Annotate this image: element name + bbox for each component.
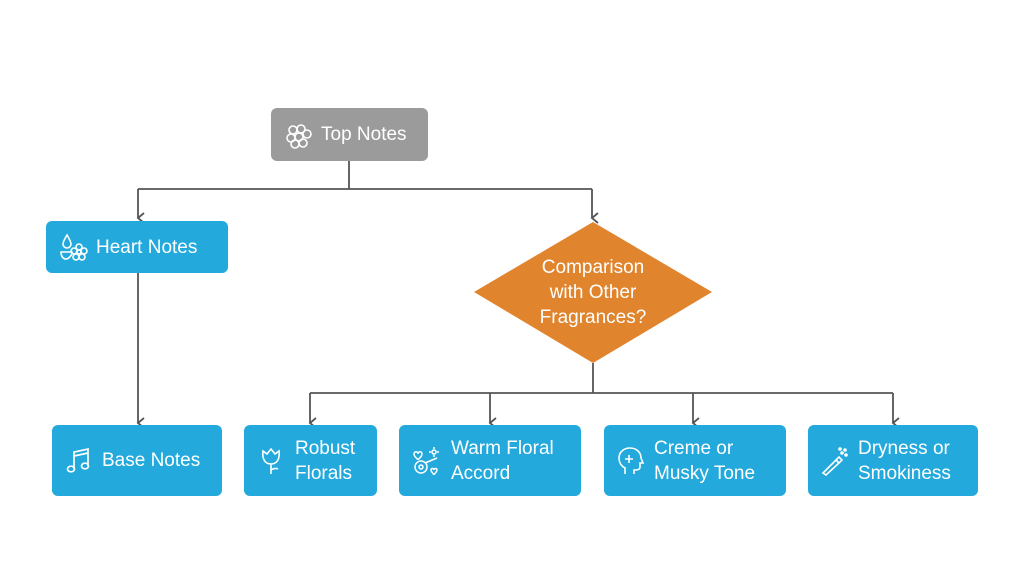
guitar-flowers-icon xyxy=(413,446,439,475)
node-warm-floral-accord-label: Warm Floral Accord xyxy=(451,437,554,484)
node-top-notes[interactable]: Top Notes xyxy=(271,108,428,161)
node-robust-florals[interactable]: Robust Florals xyxy=(244,425,377,496)
node-heart-notes[interactable]: Heart Notes xyxy=(46,221,228,273)
raspberry-icon xyxy=(286,123,312,149)
decision-label: Comparison with Other Fragrances? xyxy=(539,257,647,328)
rose-icon xyxy=(262,447,280,474)
node-dryness-or-smokiness[interactable]: Dryness or Smokiness xyxy=(808,425,978,496)
connector-decision-split xyxy=(310,363,893,394)
music-note-icon xyxy=(66,447,90,473)
node-top-notes-label: Top Notes xyxy=(321,124,407,145)
node-warm-floral-accord[interactable]: Warm Floral Accord xyxy=(399,425,581,496)
flower-drop-icon xyxy=(60,233,88,261)
head-plus-icon xyxy=(618,446,645,474)
node-base-notes-label: Base Notes xyxy=(102,450,201,471)
node-base-notes[interactable]: Base Notes xyxy=(52,425,222,496)
node-creme-or-musky-tone[interactable]: Creme or Musky Tone xyxy=(604,425,786,496)
node-heart-notes-label: Heart Notes xyxy=(96,236,198,258)
node-creme-or-musky-tone-label: Creme or Musky Tone xyxy=(654,437,756,484)
connector-top-split xyxy=(138,161,592,190)
node-robust-florals-label: Robust Florals xyxy=(295,437,356,484)
dropper-icon xyxy=(821,446,848,476)
node-dryness-or-smokiness-label: Dryness or Smokiness xyxy=(858,437,951,484)
decision-diamond xyxy=(474,222,712,363)
